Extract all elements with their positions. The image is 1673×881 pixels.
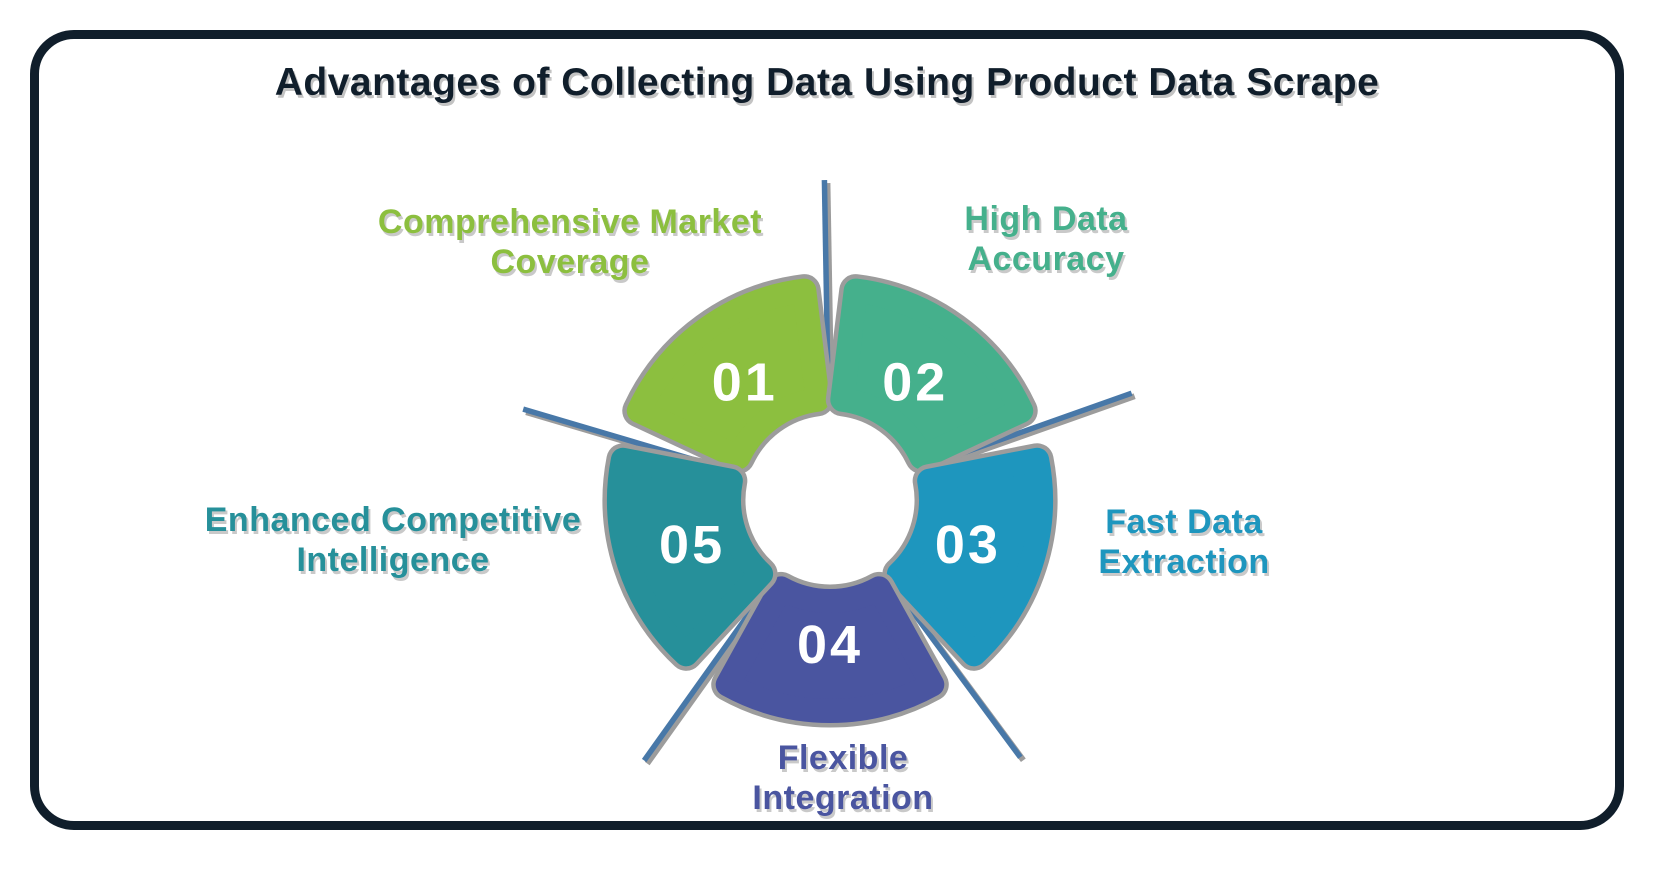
label-flexible-integration: Flexible Integration: [752, 738, 933, 818]
segment-04: [715, 576, 945, 723]
segment-03: [886, 447, 1053, 667]
label-fast-data-extraction: Fast Data Extraction: [1098, 502, 1269, 582]
label-high-data-accuracy: High Data Accuracy: [964, 199, 1127, 279]
label-line: High Data: [964, 200, 1128, 238]
label-line: Coverage: [490, 243, 650, 281]
segment-02: [830, 278, 1034, 470]
page-title: Advantages of Collecting Data Using Prod…: [274, 61, 1380, 104]
segment-number-04: 04: [797, 615, 863, 675]
segment-05: [607, 447, 774, 667]
segment-number-05: 05: [659, 515, 725, 575]
segment-number-03: 03: [935, 515, 1001, 575]
segment-number-02: 02: [882, 353, 948, 413]
label-line: Fast Data: [1105, 503, 1263, 541]
segment-01: [626, 278, 830, 470]
label-line: Flexible: [777, 739, 909, 777]
label-line: Accuracy: [967, 240, 1125, 278]
label-line: Intelligence: [296, 541, 490, 579]
label-line: Comprehensive Market: [377, 203, 763, 241]
segment-number-01: 01: [712, 353, 778, 413]
label-enhanced-competitive-intelligence: Enhanced Competitive Intelligence: [205, 500, 582, 580]
label-comprehensive-market-coverage: Comprehensive Market Coverage: [378, 202, 762, 282]
label-line: Extraction: [1098, 543, 1270, 581]
label-line: Integration: [752, 779, 934, 817]
label-line: Enhanced Competitive: [204, 501, 582, 539]
